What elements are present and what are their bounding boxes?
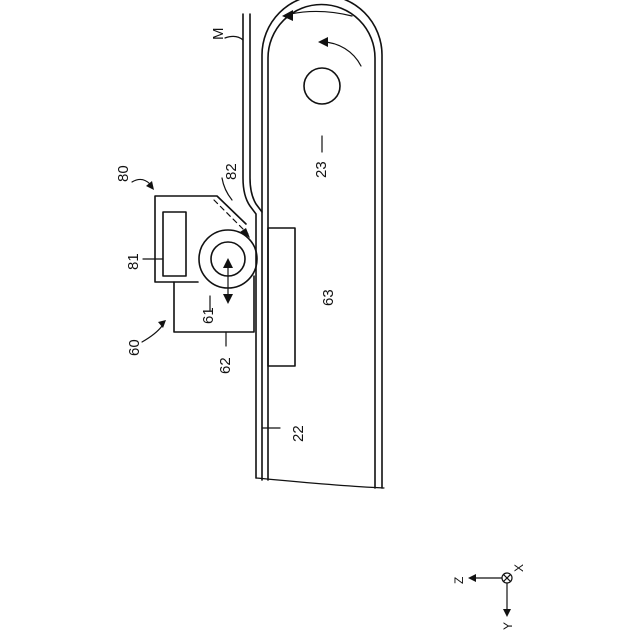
label-63: 63 — [320, 289, 337, 306]
belt-outer-edge — [262, 0, 382, 488]
axis-indicator: Z X Y — [452, 564, 526, 630]
belt-travel-arc — [290, 11, 352, 16]
roller-23-shaft — [304, 68, 340, 104]
belt-inner-edge — [268, 5, 375, 489]
axis-label-y: Y — [501, 622, 515, 630]
leader-60 — [142, 326, 162, 342]
label-61: 61 — [200, 307, 217, 324]
leader-80 — [132, 179, 150, 184]
label-23: 23 — [313, 161, 330, 178]
label-22: 22 — [290, 425, 307, 442]
label-62: 62 — [217, 357, 234, 374]
y-axis-arrow — [503, 609, 511, 617]
roller-61-arrow-down — [223, 294, 233, 304]
label-M: M — [210, 28, 227, 41]
roller-rotation-arrow — [318, 37, 328, 47]
pad-63: 63 — [268, 228, 337, 366]
unit-60: 61 62 60 — [126, 230, 257, 374]
leader-M — [225, 36, 243, 40]
label-82: 82 — [223, 163, 240, 180]
axis-label-z: Z — [452, 577, 466, 584]
belt-break-line — [256, 478, 384, 488]
part-82-path — [214, 200, 248, 234]
label-80: 80 — [115, 165, 132, 182]
axis-label-x: X — [512, 564, 526, 572]
z-axis-arrow — [468, 574, 476, 582]
leader-82 — [222, 178, 232, 200]
roller-61-arrow-up — [223, 258, 233, 268]
label-60: 60 — [126, 339, 143, 356]
conveyor-belt-22 — [256, 0, 384, 488]
pad-63-rect — [268, 228, 295, 366]
leader-60-arrow — [158, 320, 166, 328]
part-81-rect — [163, 212, 186, 276]
drive-roller-23: 23 — [282, 10, 361, 178]
medium-right-edge — [250, 14, 262, 212]
label-81: 81 — [125, 253, 142, 270]
